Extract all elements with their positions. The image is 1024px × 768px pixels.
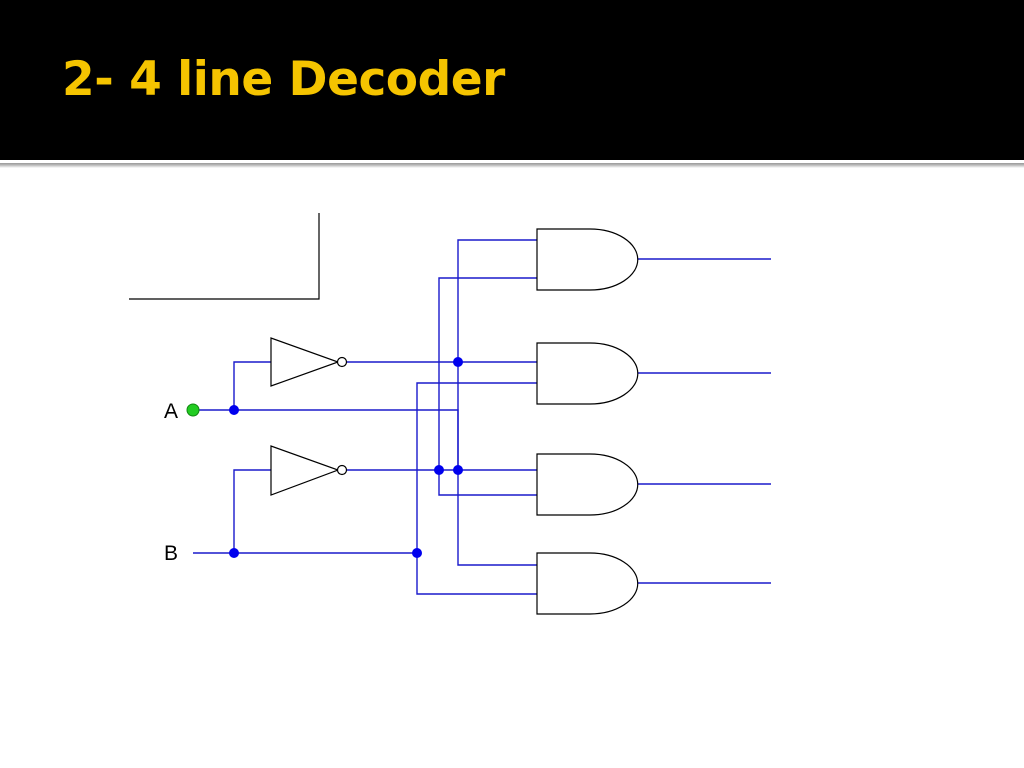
junction-dot	[229, 405, 239, 415]
and-gate-3	[536, 453, 639, 516]
input-a-indicator	[186, 403, 200, 417]
junctions	[229, 357, 463, 558]
wire-not-a-to-and1	[457, 239, 537, 362]
title-bar: 2- 4 line Decoder	[0, 0, 1024, 160]
wire-a-to-inverter	[233, 361, 271, 410]
wire-not-b-to-and3-lower	[438, 470, 537, 496]
and-gate-2	[536, 342, 639, 405]
wire-not-b-to-and1	[438, 277, 537, 470]
input-label-b: B	[164, 542, 178, 565]
wire-b-to-and2	[416, 382, 537, 553]
wire-b-to-and4	[193, 552, 537, 595]
junction-dot	[412, 548, 422, 558]
wires	[193, 239, 771, 595]
slide-title: 2- 4 line Decoder	[62, 52, 505, 107]
not-gate-b	[270, 445, 348, 496]
not-gate-a	[270, 337, 348, 387]
and-gate-1	[536, 228, 639, 291]
title-divider	[0, 160, 1024, 168]
junction-dot	[453, 465, 463, 475]
wire-b-to-inverter	[233, 469, 271, 553]
frame-corner	[129, 213, 320, 300]
and-gate-4	[536, 552, 639, 615]
junction-dot	[453, 357, 463, 367]
junction-dot	[229, 548, 239, 558]
input-label-a: A	[164, 400, 178, 423]
wire-a-to-and4	[193, 409, 537, 566]
junction-dot	[434, 465, 444, 475]
